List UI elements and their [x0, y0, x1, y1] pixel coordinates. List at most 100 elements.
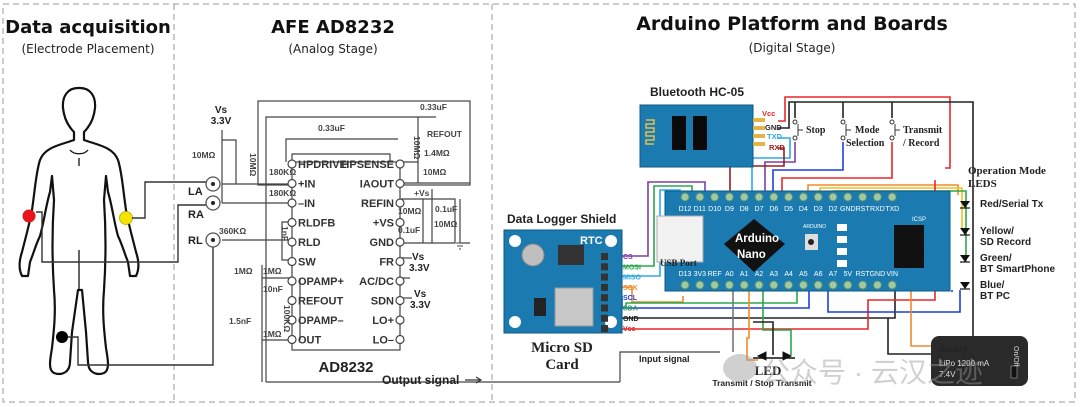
afe-left-pin-dot [287, 276, 297, 286]
card-label: Card [545, 357, 579, 373]
watermark-text: 公众号 · 云汉之迹 [762, 357, 983, 388]
acquisition-subtitle: (Electrode Placement) [21, 42, 154, 56]
switch-transmit-label: Transmit [903, 125, 943, 136]
nano-top-pin [695, 192, 705, 202]
afe-right-pin-label: REFIN [361, 198, 394, 210]
refout-label: REFOUT [427, 129, 463, 139]
shield-pin-label: SCL [623, 295, 638, 302]
r-180k-b: 180KΩ [269, 188, 296, 198]
afe-subtitle: (Analog Stage) [288, 42, 377, 56]
shield-pin-label: CS [623, 254, 633, 261]
led-label-line2: BT PC [980, 291, 1010, 302]
arduino-name-2: Nano [737, 249, 766, 261]
vs-plus-label: +Vs [414, 188, 430, 198]
r-100k: 100KΩ [282, 305, 292, 332]
right-arm-electrode [22, 209, 36, 223]
afe-right-pin-dot [395, 237, 405, 247]
led-icon [960, 201, 970, 208]
afe-left-pin-dot [287, 237, 297, 247]
afe-right-pin-dot [395, 295, 405, 306]
sdn-vs-label: Vs [414, 289, 427, 300]
led-label-line2: SD Record [980, 237, 1031, 248]
battery: Battery LiPo 1200 mA 7.4V On/Off [931, 336, 1028, 386]
r-10m-d: 10MΩ [412, 136, 422, 160]
afe-right-pin-dot [395, 178, 405, 189]
nano-bottom-pin [710, 280, 720, 290]
battery-spec: LiPo 1200 mA [939, 359, 990, 368]
shield-pin [601, 294, 608, 302]
led-label-line1: Green/ [980, 253, 1012, 264]
nano-bottom-pin-label: VIN [886, 271, 898, 278]
nano-bottom-pin [695, 280, 705, 290]
switch-stop-label: Stop [806, 125, 826, 136]
nano-top-pin [843, 192, 853, 202]
afe-left-pin-label: RLD [298, 237, 321, 249]
arduino-name-1: Arduino [735, 233, 779, 245]
shield-pin-label: MOSI [623, 264, 641, 271]
switch-mode-label: Mode [855, 125, 880, 136]
nano-bottom-pin-label: 5V [844, 271, 853, 278]
nano-top-pin-label: TXD [885, 206, 899, 213]
afe-left-pin-label: OPAMP+ [298, 276, 344, 288]
left-arm-electrode [119, 211, 133, 225]
battery-switch[interactable] [1010, 365, 1018, 379]
electrode-wires [36, 181, 214, 366]
nano-bottom-pin [754, 280, 764, 290]
shield-title: Data Logger Shield [507, 212, 616, 226]
afe-right-pin-label: LO– [373, 335, 394, 347]
battery-switch-label[interactable]: On/Off [1012, 346, 1019, 367]
c-1nf: 1nF [280, 226, 290, 241]
antenna-icon [645, 119, 655, 145]
c-01-b: 0.1uF [398, 225, 420, 235]
nano-top-pin [739, 192, 749, 202]
shield-pin [601, 273, 608, 281]
shield-pin [601, 263, 608, 271]
ground-icon [456, 242, 464, 250]
led-label-line1: Blue/ [980, 280, 1005, 291]
nano-bottom-pin-label: A1 [740, 271, 749, 278]
fr-vs-label: Vs [412, 252, 425, 263]
nano-top-pin [680, 192, 690, 202]
switch-record-label: / Record [902, 138, 940, 149]
nano-top-pin-label: D3 [814, 206, 823, 213]
nano-top-pin-label: D7 [755, 206, 764, 213]
output-arrow-icon [465, 376, 483, 384]
leg-electrode [56, 331, 68, 343]
battery-voltage: 7.4V [939, 370, 956, 379]
shield-pin [601, 283, 608, 291]
bt-pin-vcc: Vcc [762, 109, 775, 118]
leds-title-2: LEDS [968, 178, 997, 190]
nano-top-pin-label: D6 [769, 206, 778, 213]
micro-sd-label: Micro SD [531, 340, 593, 356]
r-1-4m: 1.4MΩ [424, 148, 450, 158]
electrode-connectors [205, 176, 221, 248]
c-10nf: 10nF [263, 284, 283, 294]
afe-right-pin-label: IAOUT [360, 179, 395, 191]
bluetooth-module: Bluetooth HC-05 Vcc GND TXD RXD [639, 85, 785, 168]
afe-right-pin-label: LO+ [372, 315, 394, 327]
output-signal-label: Output signal [382, 373, 459, 387]
afe-left-pin-dot [287, 198, 297, 208]
status-led-subtitle: Transmit / Stop Transmit [712, 378, 811, 388]
nano-bottom-pin [828, 280, 838, 290]
nano-bottom-pin-label: A2 [755, 271, 764, 278]
afe-title: AFE AD8232 [271, 17, 395, 38]
input-signal-label: Input signal [639, 354, 690, 364]
sd-slot-icon [554, 287, 594, 327]
nano-top-pin [784, 192, 794, 202]
rtc-label: RTC [580, 235, 603, 247]
label-rl: RL [188, 235, 203, 247]
wechat-icon [723, 354, 757, 382]
nano-top-pin-label: D12 [679, 206, 692, 213]
nano-bottom-pin [769, 280, 779, 290]
nano-bottom-pin-label: A5 [799, 271, 808, 278]
nano-top-pin-label: D9 [725, 206, 734, 213]
afe-right-pin-label: AC/DC [359, 276, 394, 288]
afe-left-pin-label: RLDFB [298, 218, 335, 230]
outer-border [2, 3, 1076, 403]
label-la: LA [188, 186, 203, 198]
nano-bottom-pin [724, 280, 734, 290]
nano-bottom-pin [872, 280, 882, 290]
